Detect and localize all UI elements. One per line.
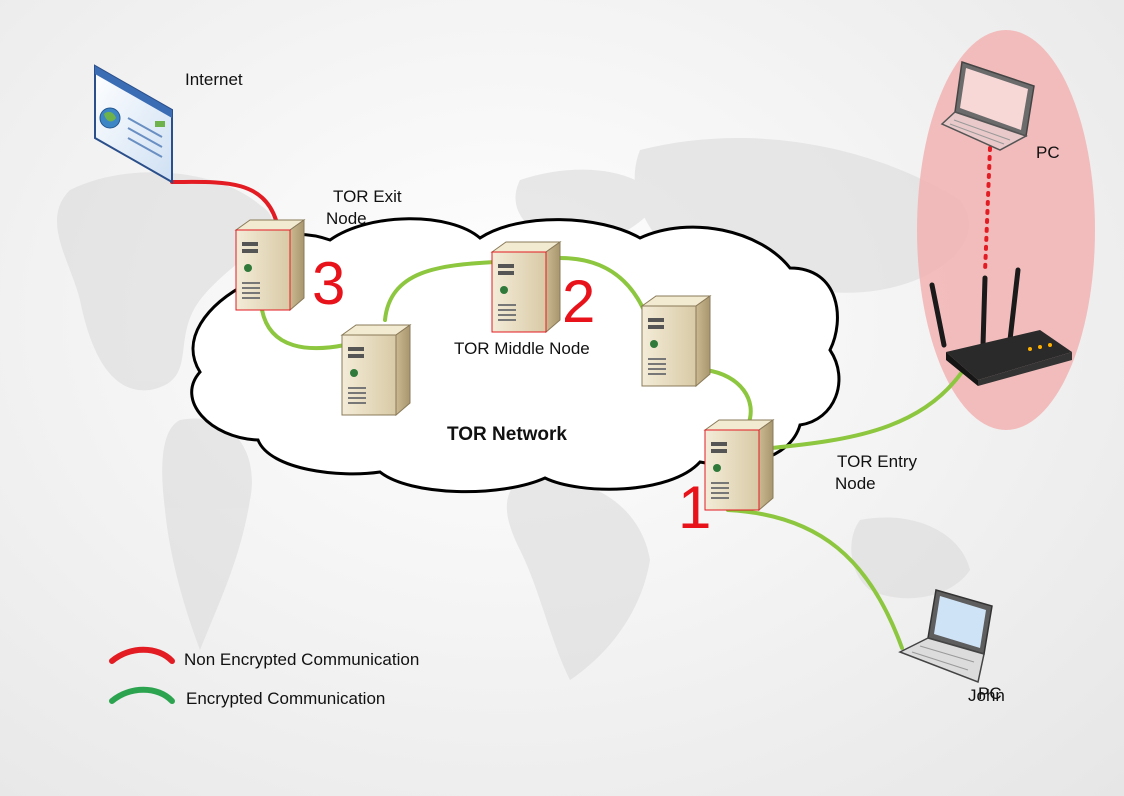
- relay-server-right: [641, 295, 711, 387]
- john-laptop-icon: [898, 589, 993, 684]
- middle-node-server: [491, 241, 561, 333]
- tor-network-label: TOR Network: [447, 424, 568, 445]
- wifi-router-icon: [929, 267, 1072, 386]
- exit-node-label-line1: TOR Exit: [333, 187, 402, 206]
- connections: [170, 146, 992, 650]
- middle-node-highlight: [491, 251, 547, 333]
- legend-encrypted-label: Encrypted Communication: [186, 689, 386, 708]
- router-to-pc-link: [983, 146, 992, 274]
- internet-label: Internet: [185, 70, 243, 89]
- hop-number-middle: 2: [562, 268, 596, 335]
- entry-to-laptop-link: [726, 508, 904, 650]
- exit-node-label-line2: Node: [326, 209, 367, 228]
- hop-number-exit: 3: [312, 250, 346, 317]
- pc-label-bottom: PC: [978, 684, 1002, 703]
- relay-server-left: [341, 324, 411, 416]
- entry-to-router-link: [770, 370, 964, 450]
- john-label: John: [968, 686, 1005, 705]
- pc-laptop-icon: [940, 61, 1035, 151]
- tor-network-cloud: [190, 217, 841, 494]
- middle-node-label: TOR Middle Node: [454, 339, 590, 358]
- world-map-background: [57, 138, 970, 680]
- hop-number-entry: 1: [678, 474, 712, 541]
- exit-to-relay-link: [260, 308, 347, 351]
- entry-node-server: [704, 419, 774, 511]
- legend-non-encrypted-swatch: [109, 646, 175, 664]
- relay-to-entry-link: [704, 368, 753, 427]
- exit-node-highlight: [235, 229, 291, 311]
- exit-to-internet-link: [170, 179, 278, 222]
- legend-encrypted-swatch: [109, 686, 175, 704]
- legend-non-encrypted-label: Non Encrypted Communication: [184, 650, 420, 669]
- pc-label-top: PC: [1036, 143, 1060, 162]
- entry-node-label-line1: TOR Entry: [837, 452, 917, 471]
- entry-node-highlight: [704, 429, 760, 511]
- internet-browser-icon: [94, 64, 173, 184]
- exit-node-server: [235, 219, 305, 311]
- relay-to-middle-link: [383, 260, 497, 322]
- entry-node-label-line2: Node: [835, 474, 876, 493]
